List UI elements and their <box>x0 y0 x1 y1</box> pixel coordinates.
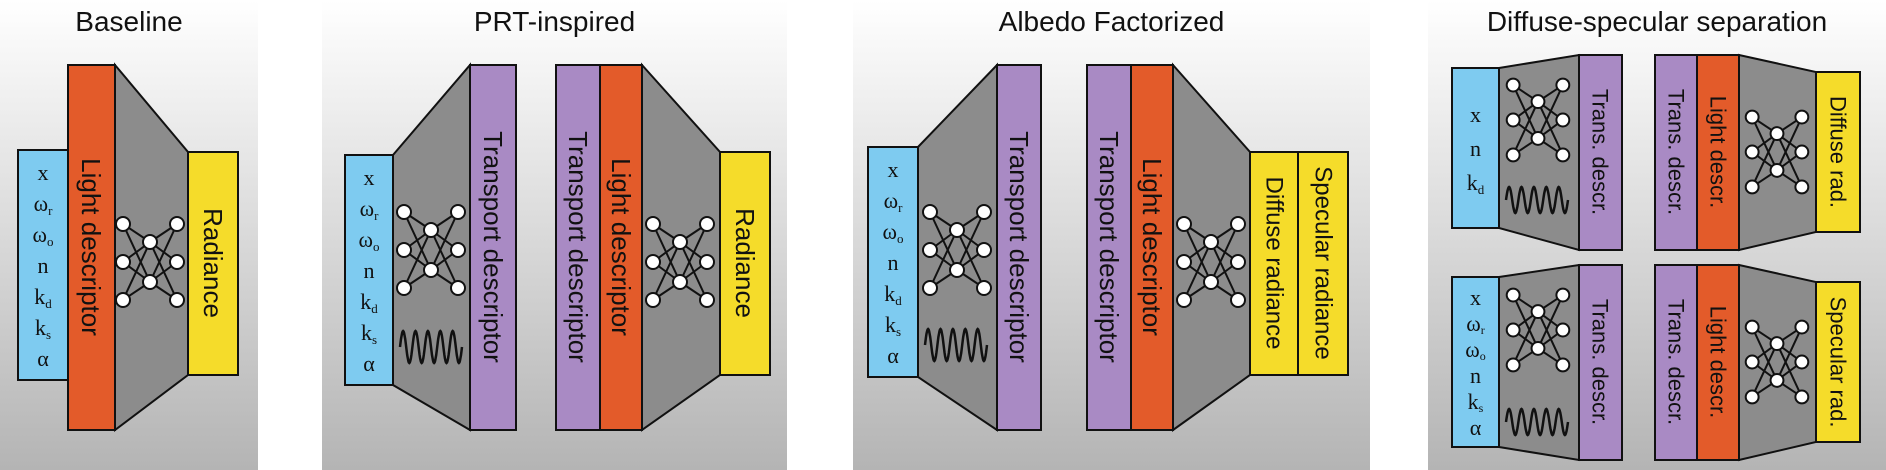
input-param: n <box>364 258 375 283</box>
panel-title: Diffuse-specular separation <box>1487 6 1827 37</box>
transport-descriptor-bar <box>996 64 1042 431</box>
radiance-label: Radiance <box>198 208 228 318</box>
input-param: ωo <box>883 219 904 247</box>
trans-descr-label: Trans. descr. <box>1664 299 1689 425</box>
neural-network-icon <box>115 216 185 308</box>
neural-network-icon <box>922 204 992 296</box>
input-param: n <box>1470 363 1481 388</box>
input-param: x <box>38 160 49 185</box>
panel-2: PRT-inspired x ωr ωo n kd ks α Transport descrip… <box>322 0 787 470</box>
input-param: ωo <box>33 222 54 250</box>
trans-descr-label: Trans. descr. <box>1664 89 1689 215</box>
input-param: ωr <box>1466 311 1484 338</box>
input-params-box <box>867 146 919 378</box>
light-descriptor-bar <box>1130 64 1174 431</box>
input-param: x <box>1470 102 1481 127</box>
diffuse-radiance-bar <box>1249 151 1299 376</box>
input-param: α <box>363 351 375 376</box>
input-param: ks <box>885 312 901 340</box>
input-param: α <box>887 343 899 368</box>
input-param: x <box>1470 285 1481 310</box>
wave-icon <box>1504 185 1570 215</box>
neural-network-icon <box>1744 109 1810 195</box>
input-params-box <box>17 149 69 381</box>
light-descriptor-bar <box>67 64 116 431</box>
input-param: n <box>888 250 899 275</box>
neural-network-icon <box>396 204 466 296</box>
specular-rad-bar <box>1815 281 1861 443</box>
input-params-box <box>1451 276 1500 448</box>
trans-descr-label: Trans. descr. <box>1588 299 1613 425</box>
diffuse-rad-bar <box>1815 71 1861 233</box>
wave-icon <box>923 327 989 363</box>
specular-radiance-branch: Trans. descr. Light descr. Specular rad. <box>1654 263 1861 462</box>
light-descriptor-label: Light descriptor <box>1137 158 1167 336</box>
input-param: x <box>888 157 899 182</box>
panel-title: PRT-inspired <box>474 6 635 37</box>
panel-1: Baseline x ωr ωo n kd ks α Light descriptor Radia… <box>0 0 258 470</box>
input-param: kd <box>360 289 378 317</box>
input-param: kd <box>34 284 52 312</box>
input-param: x <box>364 165 375 190</box>
neural-network-icon <box>1505 287 1571 373</box>
specular-rad-label: Specular rad. <box>1826 297 1851 428</box>
light-descr-label: Light descr. <box>1706 306 1731 419</box>
input-param: α <box>1470 415 1482 440</box>
diffuse-transport-branch: xn kd Trans. descr. <box>1451 53 1623 252</box>
transport-descriptor-label: Transport descriptor <box>563 131 593 363</box>
radiance-bar <box>187 151 239 376</box>
transport-descriptor-label: Transport descriptor <box>478 131 508 363</box>
trans-descr-label: Trans. descr. <box>1588 89 1613 215</box>
input-param: ωo <box>1465 337 1485 364</box>
diffuse-radiance-label: Diffuse radiance <box>1261 177 1288 350</box>
neural-network-icon <box>645 216 715 308</box>
panel-3: Albedo Factorized x ωr ωo n kd ks α Transport de… <box>853 0 1370 470</box>
wave-icon <box>1504 407 1570 437</box>
light-descr-bar <box>1696 54 1740 251</box>
radiance-label: Radiance <box>730 208 760 318</box>
neural-network-icon <box>1176 216 1246 308</box>
input-param: ωr <box>884 188 903 216</box>
input-param: kd <box>1467 170 1485 198</box>
trans-descr-bar <box>1578 54 1623 251</box>
input-param: ks <box>1468 389 1484 416</box>
diffuse-rad-label: Diffuse rad. <box>1826 96 1851 208</box>
input-param: ωr <box>34 191 53 219</box>
light-descr-bar <box>1696 264 1740 461</box>
panel-title: Baseline <box>75 6 182 37</box>
neural-network-icon <box>1744 319 1810 405</box>
specular-radiance-label: Specular radiance <box>1310 166 1337 359</box>
transport-descriptor-bar <box>555 64 601 431</box>
trans-descr-bar <box>1578 264 1623 461</box>
input-param: α <box>37 346 49 371</box>
input-param: ωo <box>359 227 380 255</box>
radiance-bar <box>719 151 771 376</box>
light-descr-label: Light descr. <box>1706 96 1731 209</box>
input-param: ks <box>35 315 51 343</box>
light-descriptor-bar <box>599 64 643 431</box>
input-param: ks <box>361 320 377 348</box>
panel-title: Albedo Factorized <box>999 6 1225 37</box>
input-param: ωr <box>360 196 379 224</box>
light-descriptor-label: Light descriptor <box>606 158 636 336</box>
light-descriptor-label: Light descriptor <box>76 158 106 336</box>
transport-descriptor-label: Transport descriptor <box>1004 131 1034 363</box>
transport-descriptor-label: Transport descriptor <box>1094 131 1124 363</box>
input-param: kd <box>884 281 902 309</box>
wave-icon <box>398 329 464 365</box>
trans-descr-bar <box>1654 264 1698 461</box>
neural-network-icon <box>1505 77 1571 163</box>
diffuse-radiance-branch: Trans. descr. Light descr. Diffuse rad. <box>1654 53 1861 252</box>
input-param: n <box>1470 136 1481 161</box>
input-params-box <box>344 154 394 386</box>
transport-descriptor-bar <box>469 64 517 431</box>
trans-descr-bar <box>1654 54 1698 251</box>
specular-radiance-bar <box>1297 151 1349 376</box>
input-param: n <box>38 253 49 278</box>
